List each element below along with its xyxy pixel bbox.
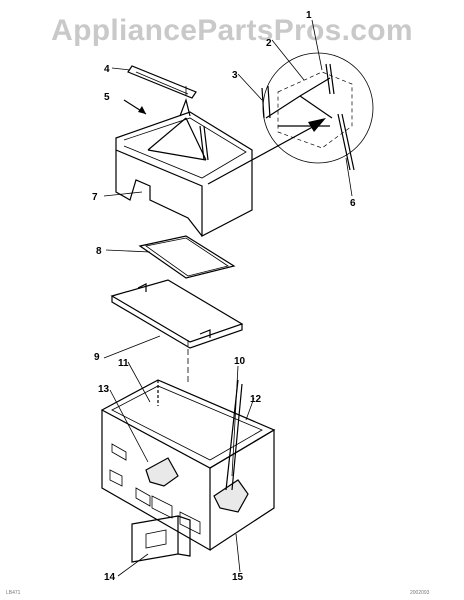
part-8-plate (138, 235, 236, 279)
callout-5: 5 (104, 92, 110, 103)
callout-13: 13 (98, 384, 110, 395)
detail-pointer-arrow (207, 123, 319, 185)
callout-9: 9 (94, 352, 100, 363)
callout-leaders (103, 19, 353, 577)
part-4-strip (127, 65, 197, 99)
lower-cabinet (100, 379, 276, 552)
part-14-bracket (131, 515, 191, 563)
detail-circle (261, 52, 374, 171)
callout-labels: 1 2 3 4 5 6 7 8 9 10 11 12 13 14 15 (92, 10, 356, 583)
callout-6: 6 (350, 198, 356, 209)
callout-11: 11 (118, 358, 129, 369)
footer-left-code: LB471 (6, 590, 21, 596)
callout-2: 2 (266, 38, 272, 49)
callout-4: 4 (104, 64, 110, 75)
callout-7: 7 (92, 192, 98, 203)
callout-12: 12 (250, 394, 262, 405)
callout-8: 8 (96, 246, 102, 257)
callout-14: 14 (104, 572, 116, 583)
callout-3: 3 (232, 70, 238, 81)
callout-15: 15 (232, 572, 244, 583)
callout-10: 10 (234, 356, 246, 367)
upper-housing (115, 86, 253, 237)
footer-right-code: 2002093 (410, 590, 430, 596)
watermark-text: AppliancePartsPros.com (51, 14, 413, 47)
callout-1: 1 (306, 10, 312, 21)
part-9-tray (110, 279, 244, 349)
